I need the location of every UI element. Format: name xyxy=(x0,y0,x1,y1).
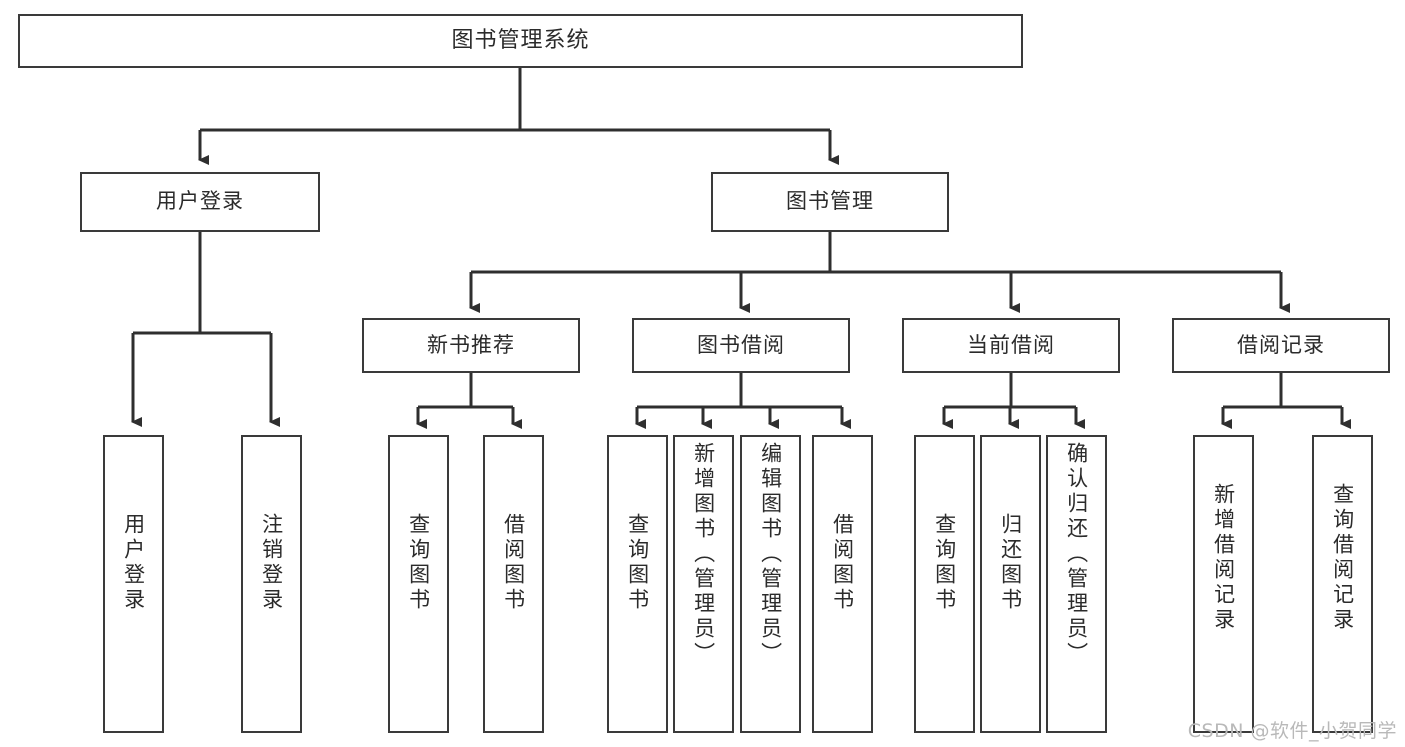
node-current-borrow[interactable]: 当前借阅 xyxy=(902,318,1120,373)
node-leaf-query-book-1[interactable]: 查询图书 xyxy=(388,435,449,733)
node-label: 图书借阅 xyxy=(697,332,785,357)
node-label: 借阅图书 xyxy=(501,513,526,613)
node-leaf-borrow-book-1[interactable]: 借阅图书 xyxy=(483,435,544,733)
node-label: 图书管理系统 xyxy=(451,27,590,53)
node-label: 图书管理 xyxy=(786,189,874,214)
node-label: 查询图书 xyxy=(625,513,650,613)
node-label: 确认归还（管理员） xyxy=(1064,442,1089,667)
node-label: 借阅记录 xyxy=(1237,332,1325,357)
node-label: 借阅图书 xyxy=(830,513,855,613)
node-book-borrow[interactable]: 图书借阅 xyxy=(632,318,850,373)
node-label: 当前借阅 xyxy=(967,332,1055,357)
node-label: 注销登录 xyxy=(259,513,284,613)
node-label: 归还图书 xyxy=(998,513,1023,613)
csdn-watermark: CSDN @软件_小贺同学 xyxy=(1187,720,1397,742)
node-new-book-recommend[interactable]: 新书推荐 xyxy=(362,318,580,373)
node-leaf-add-record[interactable]: 新增借阅记录 xyxy=(1193,435,1254,733)
node-label: 新增图书（管理员） xyxy=(691,442,716,667)
node-borrow-record[interactable]: 借阅记录 xyxy=(1172,318,1390,373)
node-leaf-query-book-2[interactable]: 查询图书 xyxy=(607,435,668,733)
node-label: 用户登录 xyxy=(156,189,244,214)
node-label: 新增借阅记录 xyxy=(1211,483,1236,633)
node-leaf-return-book[interactable]: 归还图书 xyxy=(980,435,1041,733)
node-leaf-confirm-return[interactable]: 确认归还（管理员） xyxy=(1046,435,1107,733)
node-label: 查询图书 xyxy=(932,513,957,613)
node-label: 编辑图书（管理员） xyxy=(758,442,783,667)
node-leaf-logout-login[interactable]: 注销登录 xyxy=(241,435,302,733)
node-leaf-borrow-book-2[interactable]: 借阅图书 xyxy=(812,435,873,733)
node-leaf-add-book[interactable]: 新增图书（管理员） xyxy=(673,435,734,733)
node-book-manage[interactable]: 图书管理 xyxy=(711,172,949,232)
node-leaf-user-login[interactable]: 用户登录 xyxy=(103,435,164,733)
node-label: 查询借阅记录 xyxy=(1330,483,1355,633)
node-user-login[interactable]: 用户登录 xyxy=(80,172,320,232)
node-label: 查询图书 xyxy=(406,513,431,613)
node-leaf-query-record[interactable]: 查询借阅记录 xyxy=(1312,435,1373,733)
node-root-system[interactable]: 图书管理系统 xyxy=(18,14,1023,68)
node-leaf-query-book-3[interactable]: 查询图书 xyxy=(914,435,975,733)
node-leaf-edit-book[interactable]: 编辑图书（管理员） xyxy=(740,435,801,733)
node-label: 用户登录 xyxy=(121,513,146,613)
node-label: 新书推荐 xyxy=(427,332,515,357)
